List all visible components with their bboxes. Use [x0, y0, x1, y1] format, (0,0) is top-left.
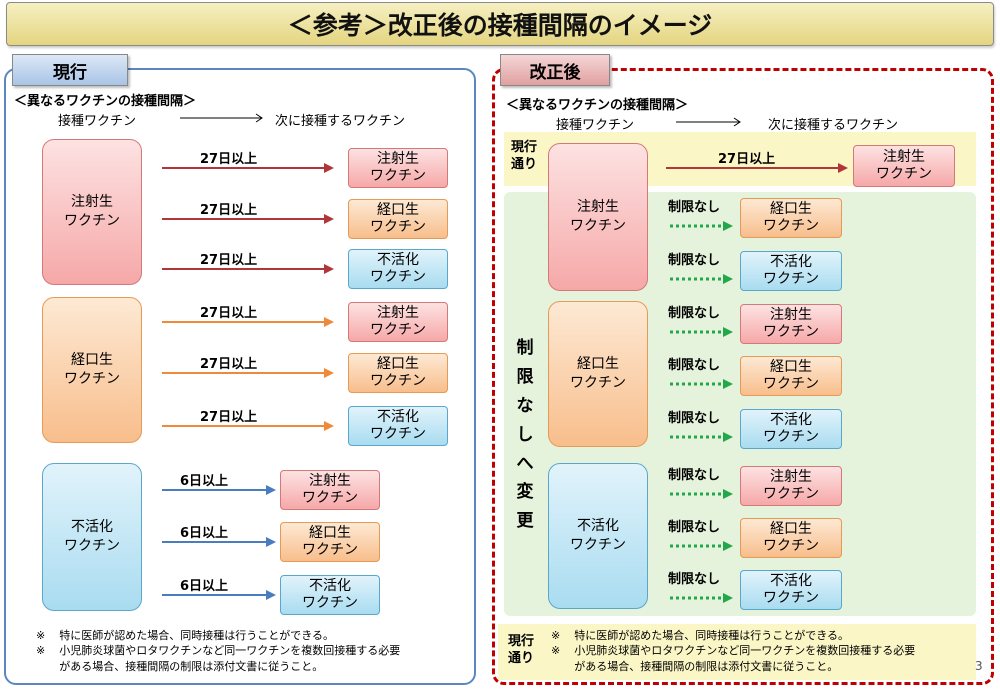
note-text: 小児肺炎球菌やロタワクチンなど同一ワクチンを複数回接種する必要 がある場合、接種…: [59, 644, 401, 673]
current-target-inactivated: 不活化 ワクチン: [280, 575, 380, 615]
revised-no-limit-label: 制限なし: [668, 468, 721, 483]
revised-no-limit-arrow-head: [723, 432, 733, 442]
revised-target-inactivated: 不活化 ワクチン: [740, 570, 842, 610]
current-target-oral-live: 経口生 ワクチン: [280, 522, 380, 562]
current-arrow-head: [324, 214, 334, 224]
note-mark: ※: [36, 629, 46, 642]
same-as-current-label: 現行 通り: [511, 140, 538, 172]
current-tab: 現行: [12, 54, 128, 86]
revised-arrow-head: [838, 163, 848, 173]
change-to-no-limit-label: 制限なしへ変更: [515, 334, 535, 536]
current-interval-label: 27日以上: [200, 253, 258, 268]
revised-source-oral-live: 経口生 ワクチン: [548, 301, 648, 447]
revised-target-inactivated: 不活化 ワクチン: [740, 251, 842, 291]
current-source-oral-live: 経口生 ワクチン: [42, 297, 142, 443]
revised-no-limit-label: 制限なし: [668, 306, 721, 321]
current-target-injected-live: 注射生 ワクチン: [348, 148, 448, 188]
note-text: 特に医師が認めた場合、同時接種は行うことができる。: [59, 629, 334, 642]
current-target-injected-live: 注射生 ワクチン: [348, 302, 448, 342]
current-interval-label: 27日以上: [200, 410, 258, 425]
current-target-inactivated: 不活化 ワクチン: [348, 406, 448, 446]
current-interval-label: 6日以上: [180, 579, 229, 594]
vertical-char: 変: [516, 482, 534, 503]
current-target-oral-live: 経口生 ワクチン: [348, 199, 448, 239]
vertical-char: し: [516, 424, 534, 445]
current-source-inactivated: 不活化 ワクチン: [42, 463, 142, 611]
current-interval-label: 27日以上: [200, 306, 258, 321]
current-arrow-head: [324, 421, 334, 431]
note-mark: ※: [36, 644, 46, 658]
revised-no-limit-arrow-head: [723, 274, 733, 284]
revised-col-next: 次に接種するワクチン: [768, 118, 899, 133]
revised-no-limit-arrow-head: [723, 221, 733, 231]
note-mark: ※: [551, 644, 561, 658]
revised-no-limit-label: 制限なし: [668, 572, 721, 587]
revised-source-injected-live: 注射生 ワクチン: [548, 143, 648, 291]
current-notes: ※ 特に医師が認めた場合、同時接種は行うことができる。 ※ 小児肺炎球菌やロタワクチ…: [36, 628, 466, 674]
vertical-char: 限: [516, 366, 534, 387]
note-text: 特に医師が認めた場合、同時接種は行うことができる。: [574, 629, 849, 642]
revised-target-oral-live: 経口生 ワクチン: [740, 518, 842, 558]
current-arrow-head: [324, 368, 334, 378]
revised-no-limit-label: 制限なし: [668, 520, 721, 535]
column-arrow-head: [255, 113, 263, 123]
revised-target-injected-live: 注射生 ワクチン: [853, 145, 955, 187]
current-target-oral-live: 経口生 ワクチン: [348, 353, 448, 393]
revised-source-inactivated: 不活化 ワクチン: [548, 463, 648, 609]
revised-interval-label: 27日以上: [718, 152, 776, 167]
revised-target-oral-live: 経口生 ワクチン: [740, 198, 842, 238]
revised-no-limit-arrow-head: [723, 327, 733, 337]
column-arrow-head: [733, 117, 741, 127]
revised-target-inactivated: 不活化 ワクチン: [740, 409, 842, 449]
current-interval-label: 27日以上: [200, 152, 258, 167]
revised-target-injected-live: 注射生 ワクチン: [740, 304, 842, 344]
current-arrow-head: [324, 264, 334, 274]
current-interval-label: 27日以上: [200, 357, 258, 372]
current-panel: [4, 68, 476, 685]
vertical-char: 制: [516, 338, 534, 358]
revised-no-limit-arrow-head: [723, 489, 733, 499]
note-text: 小児肺炎球菌やロタワクチンなど同一ワクチンを複数回接種する必要 がある場合、接種…: [574, 644, 916, 673]
revised-no-limit-label: 制限なし: [668, 411, 721, 426]
revised-no-limit-label: 制限なし: [668, 358, 721, 373]
revised-tab: 改正後: [500, 54, 610, 86]
revised-no-limit-label: 制限なし: [668, 253, 721, 268]
current-target-injected-live: 注射生 ワクチン: [280, 470, 380, 510]
current-arrow-head: [266, 485, 276, 495]
current-arrow-head: [324, 163, 334, 173]
current-interval-label: 6日以上: [180, 526, 229, 541]
revised-target-injected-live: 注射生 ワクチン: [740, 466, 842, 506]
revised-notes-band: [498, 624, 976, 680]
current-col-vaccine: 接種ワクチン: [58, 114, 137, 129]
current-interval-label: 6日以上: [180, 474, 229, 489]
revised-target-oral-live: 経口生 ワクチン: [740, 356, 842, 396]
note-mark: ※: [551, 629, 561, 642]
revised-no-limit-arrow-head: [723, 593, 733, 603]
current-source-injected-live: 注射生 ワクチン: [42, 139, 142, 285]
notes-same-as-current-label: 現行 通り: [508, 634, 535, 666]
revised-no-limit-label: 制限なし: [668, 200, 721, 215]
vertical-char: へ: [516, 453, 534, 474]
current-section-header: ＜異なるワクチンの接種間隔＞: [14, 94, 197, 109]
current-target-inactivated: 不活化 ワクチン: [348, 249, 448, 289]
revised-section-header: ＜異なるワクチンの接種間隔＞: [506, 98, 689, 113]
revised-col-vaccine: 接種ワクチン: [556, 118, 635, 133]
vertical-char: 更: [516, 511, 534, 532]
revised-notes: ※ 特に医師が認めた場合、同時接種は行うことができる。 ※ 小児肺炎球菌やロタワクチ…: [551, 628, 971, 674]
page-title: ＜参考＞改正後の接種間隔のイメージ: [6, 2, 994, 46]
current-arrow-head: [266, 590, 276, 600]
revised-panel: [492, 68, 994, 685]
current-arrow-head: [266, 537, 276, 547]
current-interval-label: 27日以上: [200, 203, 258, 218]
vertical-char: な: [516, 395, 534, 416]
revised-no-limit-arrow-head: [723, 541, 733, 551]
current-col-next: 次に接種するワクチン: [275, 114, 406, 129]
revised-no-limit-arrow-head: [723, 379, 733, 389]
page-number: 3: [975, 659, 983, 673]
current-arrow-head: [324, 317, 334, 327]
